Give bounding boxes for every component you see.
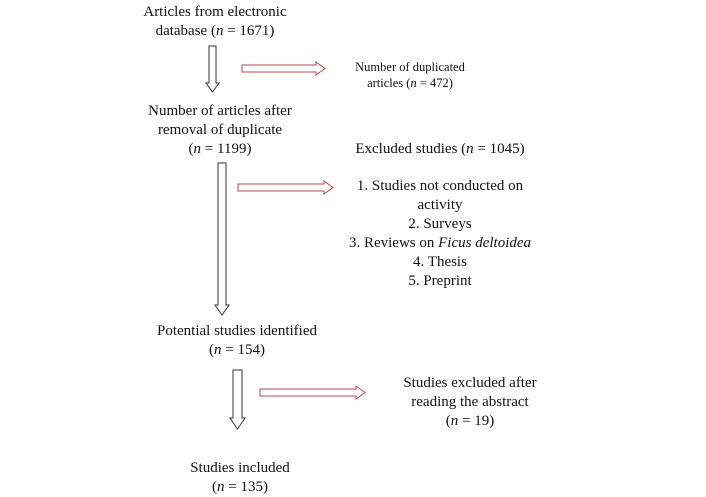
excluded-item-1-line2: activity (417, 197, 463, 213)
potential-line1: Potential studies identified (157, 323, 317, 339)
excluded-abstract-line1: Studies excluded after (403, 375, 537, 391)
articles-db-pre: database ( (155, 23, 216, 39)
after-removal-line3: (n = 1199) (135, 140, 305, 159)
down-arrow-2 (214, 162, 230, 316)
after-removal-count: = 1199) (201, 141, 252, 157)
excluded-item-3: 3. Reviews on Ficus deltoidea (340, 234, 540, 253)
side-arrow-1 (241, 61, 326, 76)
excluded-abstract-line2: reading the abstract (411, 394, 529, 410)
excluded-item-5: 5. Preprint (408, 273, 472, 289)
box-studies-included: Studies included (n = 135) (175, 459, 305, 497)
box-potential-studies: Potential studies identified (n = 154) (152, 322, 322, 360)
articles-db-line1: Articles from electronic (143, 4, 287, 20)
potential-pre: ( (209, 342, 215, 358)
duplicates-line1: Number of duplicated (355, 60, 465, 74)
after-removal-n: n (193, 141, 202, 157)
box-duplicated-articles: Number of duplicated articles (n = 472) (335, 59, 485, 91)
potential-n: n (214, 342, 222, 358)
after-removal-line2: removal of duplicate (157, 122, 283, 138)
down-arrow-3 (229, 369, 246, 430)
excluded-n: n (466, 141, 474, 157)
excluded-abstract-pre: ( (445, 413, 451, 429)
excluded-abstract-n: n (450, 413, 459, 429)
excluded-item-4: 4. Thesis (413, 254, 467, 270)
potential-line2: (n = 154) (152, 341, 322, 360)
potential-count: = 154) (221, 342, 265, 358)
excluded-title-pre: Excluded studies ( (355, 141, 467, 157)
box-articles-database: Articles from electronic database (n = 1… (140, 3, 290, 41)
included-pre: ( (212, 479, 218, 495)
excluded-item-3-species: Ficus deltoidea (438, 235, 532, 251)
duplicates-line2: articles (n = 472) (335, 75, 485, 91)
excluded-abstract-count: = 19) (458, 413, 495, 429)
box-excluded-studies: Excluded studies (n = 1045) (350, 140, 530, 159)
duplicates-n: n (410, 76, 417, 90)
duplicates-pre: articles ( (367, 76, 411, 90)
after-removal-pre: ( (188, 141, 194, 157)
after-removal-line1: Number of articles after (148, 103, 292, 119)
box-excluded-abstract: Studies excluded after reading the abstr… (385, 374, 555, 431)
articles-db-count: = 1671) (223, 23, 275, 39)
excluded-item-1-line1: 1. Studies not conducted on (356, 178, 524, 194)
excluded-reasons-list: 1. Studies not conducted on activity 2. … (340, 177, 540, 291)
side-arrow-2 (237, 180, 334, 195)
included-line1: Studies included (190, 460, 290, 476)
box-after-removal: Number of articles after removal of dupl… (135, 102, 305, 159)
duplicates-count: = 472) (416, 76, 453, 90)
down-arrow-1 (205, 45, 220, 93)
included-count: = 135) (224, 479, 268, 495)
articles-db-n: n (215, 23, 224, 39)
articles-db-line2: database (n = 1671) (140, 22, 290, 41)
included-line2: (n = 135) (175, 478, 305, 497)
excluded-item-2: 2. Surveys (408, 216, 472, 232)
included-n: n (217, 479, 225, 495)
side-arrow-3 (259, 385, 366, 400)
excluded-title: Excluded studies (n = 1045) (350, 140, 530, 159)
excluded-item-3-text: 3. Reviews on (348, 235, 439, 251)
excluded-abstract-line3: (n = 19) (385, 412, 555, 431)
excluded-count: = 1045) (473, 141, 525, 157)
